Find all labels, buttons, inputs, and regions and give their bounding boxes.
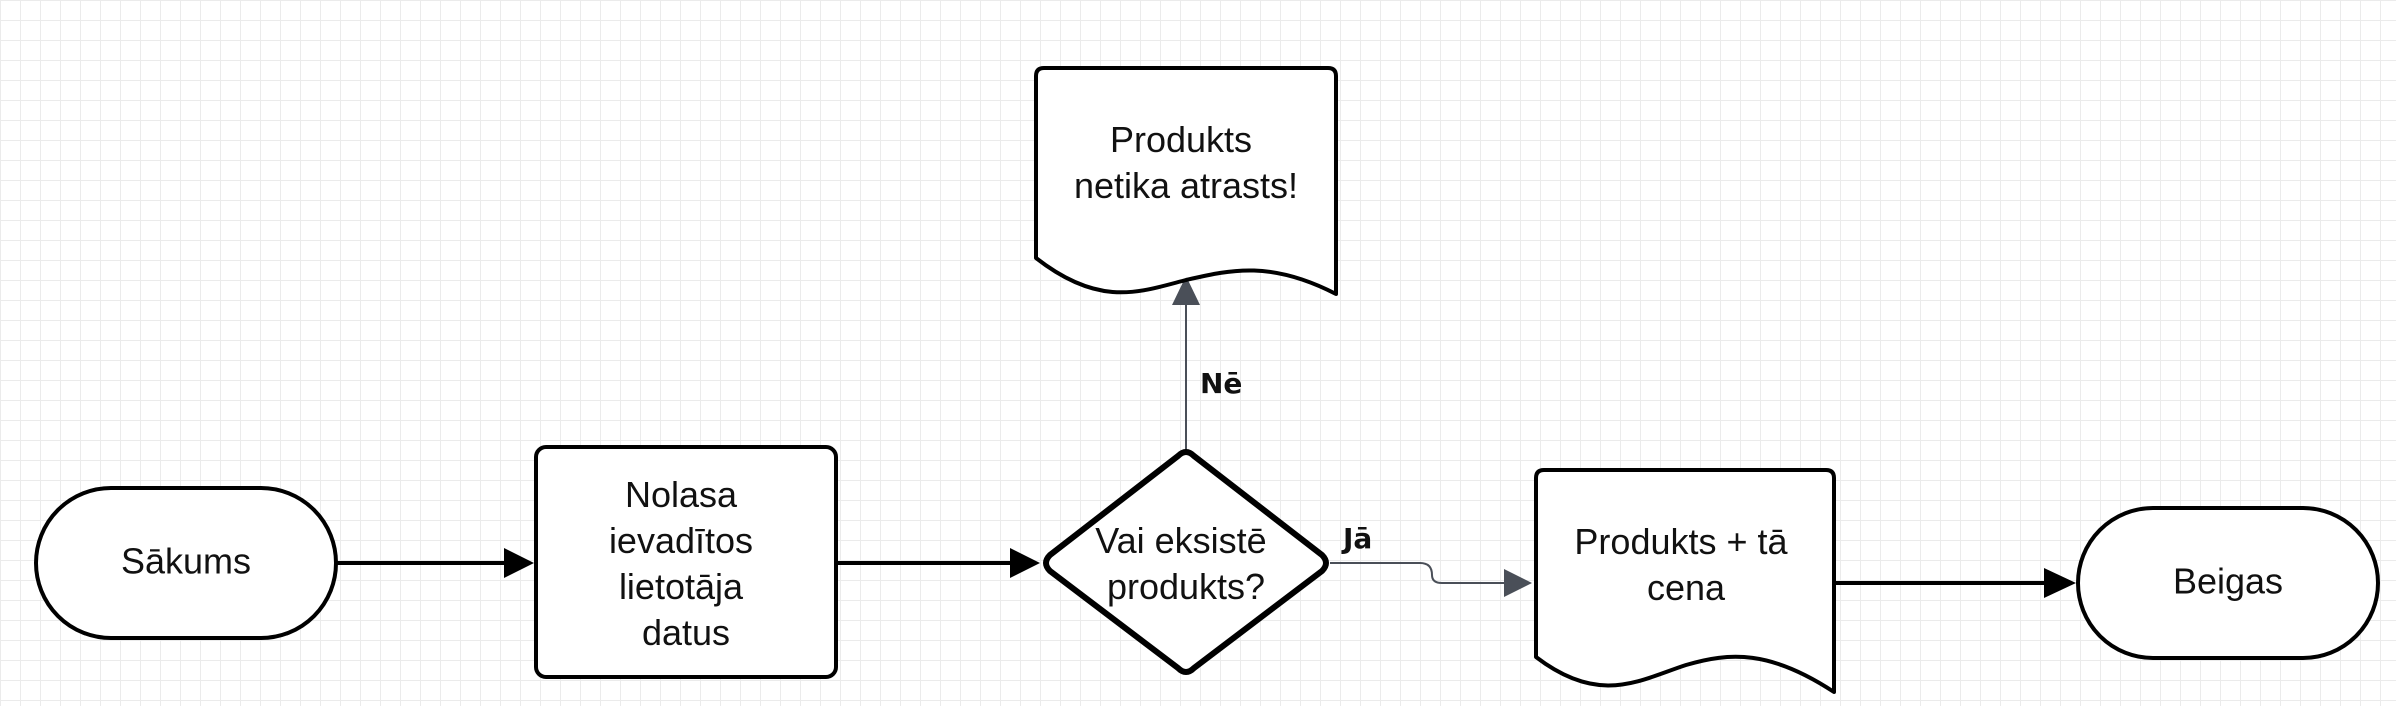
result-label: Produkts + tā cena: [1574, 521, 1797, 608]
result-document-node[interactable]: Produkts + tā cena: [1534, 468, 1836, 694]
decision-line-2: produkts?: [1107, 566, 1265, 607]
read-input-node[interactable]: Nolasa ievadītos lietotāja datus: [534, 445, 838, 679]
decision-line-1: Vai eksistē: [1095, 520, 1266, 561]
read-input-line-2: ievadītos: [609, 520, 753, 561]
result-line-2: cena: [1647, 567, 1726, 608]
edge-start-to-read[interactable]: [336, 548, 534, 578]
read-input-line-3: lietotāja: [619, 566, 744, 607]
end-label: Beigas: [2173, 561, 2283, 602]
not-found-label: Produkts netika atrasts!: [1074, 119, 1298, 206]
decision-label: Vai eksistē produkts?: [1095, 520, 1276, 607]
not-found-document-node[interactable]: Produkts netika atrasts!: [1034, 66, 1338, 296]
read-input-label: Nolasa ievadītos lietotāja datus: [609, 474, 763, 653]
end-node[interactable]: Beigas: [2076, 506, 2380, 660]
edge-label-yes: Jā: [1341, 522, 1372, 555]
start-label: Sākums: [121, 541, 251, 582]
read-input-line-4: datus: [642, 612, 730, 653]
start-node[interactable]: Sākums: [34, 486, 338, 640]
edge-read-to-decision[interactable]: [836, 548, 1040, 578]
edge-decision-to-not-found[interactable]: [1172, 276, 1200, 452]
decision-node[interactable]: Vai eksistē produkts?: [1043, 449, 1329, 675]
not-found-line-1: Produkts: [1110, 119, 1252, 160]
edge-decision-to-result[interactable]: [1330, 562, 1532, 597]
read-input-line-1: Nolasa: [625, 474, 738, 515]
result-line-1: Produkts + tā: [1574, 521, 1788, 562]
edge-label-no: Nē: [1200, 367, 1242, 400]
not-found-line-2: netika atrasts!: [1074, 165, 1298, 206]
edge-result-to-end[interactable]: [1834, 568, 2076, 598]
